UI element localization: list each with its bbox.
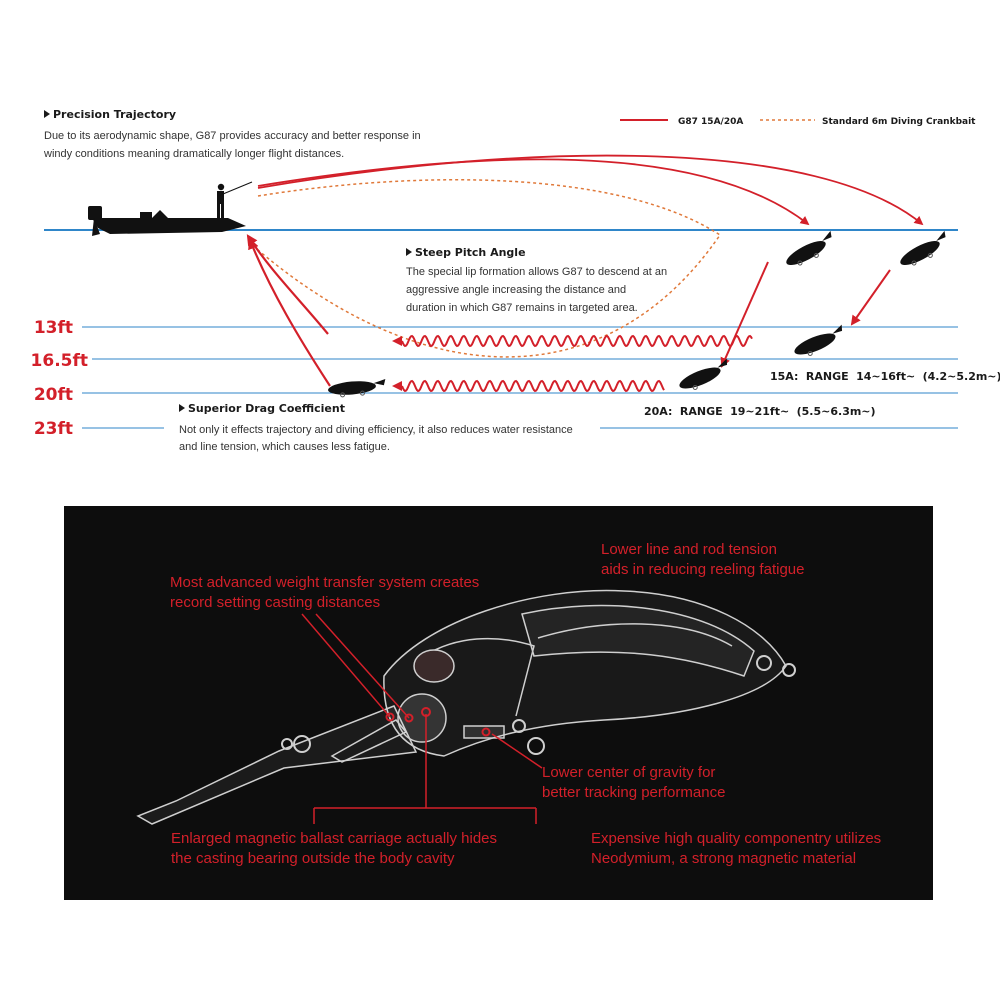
annotation-weight-2: record setting casting distances: [170, 594, 380, 611]
lure-icon-13ft: [794, 324, 843, 356]
annotation-gravity-2: better tracking performance: [542, 784, 725, 801]
legend-g87-label: G87 15A/20A: [678, 117, 743, 127]
retrieve-path-lower: [248, 237, 331, 387]
depth-label-20ft: 20ft: [34, 385, 73, 405]
annotation-weight-1: Most advanced weight transfer system cre…: [170, 574, 479, 591]
depth-label-23ft: 23ft: [34, 419, 73, 439]
annotation-magnet-2: Neodymium, a strong magnetic material: [591, 850, 856, 867]
pitch-body-3: duration in which G87 remains in targete…: [406, 302, 638, 314]
depth-label-13ft: 13ft: [34, 318, 73, 338]
bullet-triangle-icon: [44, 110, 50, 118]
standard-crankbait-path: [257, 179, 722, 358]
drag-title: Superior Drag Coefficient: [188, 402, 345, 415]
legend-standard-label: Standard 6m Diving Crankbait: [822, 117, 976, 127]
screw-eye-nose-icon: [281, 735, 311, 753]
callout-point-icons: [385, 707, 491, 737]
angler-icon: [217, 181, 253, 218]
annotation-magnet-1: Expensive high quality componentry utili…: [591, 830, 881, 847]
wavy-retrieve-20ft: [401, 379, 665, 393]
cast-trajectory-20a: [257, 154, 924, 226]
pitch-body-1: The special lip formation allows G87 to …: [406, 266, 667, 278]
annotation-ballast-1: Enlarged magnetic ballast carriage actua…: [171, 830, 497, 847]
boat-icon: [88, 206, 246, 236]
pitch-body-2: aggressive angle increasing the distance…: [406, 284, 626, 296]
annotation-ballast-2: the casting bearing outside the body cav…: [171, 850, 455, 867]
annotation-tension-2: aids in reducing reeling fatigue: [601, 561, 804, 578]
lure-icon-returning: [328, 379, 386, 398]
drag-body-1: Not only it effects trajectory and divin…: [179, 424, 573, 436]
trajectory-body-2: windy conditions meaning dramatically lo…: [43, 148, 344, 160]
callout-leaders: [301, 613, 543, 824]
bullet-triangle-icon: [179, 404, 185, 412]
dive-path-2: [850, 269, 891, 326]
lure-icon-20ft: [679, 358, 728, 390]
annotation-tension-1: Lower line and rod tension: [601, 541, 777, 558]
lure-cutaway-panel: Most advanced weight transfer system cre…: [64, 506, 933, 900]
lure-icon-surface-2: [900, 230, 946, 266]
screw-eye-tail-icon: [756, 655, 796, 677]
wave-arrowhead-13ft: [392, 336, 402, 346]
screw-eye-belly-icon: [512, 719, 545, 755]
wavy-retrieve-13ft: [401, 334, 753, 348]
range-15a: 15A: RANGE 14~16ft~ (4.2~5.2m~): [770, 367, 1000, 384]
trajectory-body-1: Due to its aerodynamic shape, G87 provid…: [44, 130, 421, 142]
drag-body-2: and line tension, which causes less fati…: [179, 441, 390, 453]
annotation-gravity-1: Lower center of gravity for: [542, 764, 715, 781]
trajectory-title: Precision Trajectory: [53, 108, 176, 121]
lure-icon-surface-1: [786, 230, 832, 266]
bullet-triangle-icon: [406, 248, 412, 256]
cast-trajectory-15a: [257, 158, 810, 226]
wave-arrowhead-20ft: [392, 381, 402, 391]
dive-path-1: [720, 261, 769, 368]
range-20a: 20A: RANGE 19~21ft~ (5.5~6.3m~): [644, 402, 876, 419]
depth-label-16ft: 16.5ft: [31, 351, 88, 371]
pitch-title: Steep Pitch Angle: [415, 246, 526, 259]
lure-cutaway-illustration: [136, 589, 787, 825]
trajectory-diagram: Precision Trajectory Due to its aerodyna…: [31, 108, 1000, 453]
